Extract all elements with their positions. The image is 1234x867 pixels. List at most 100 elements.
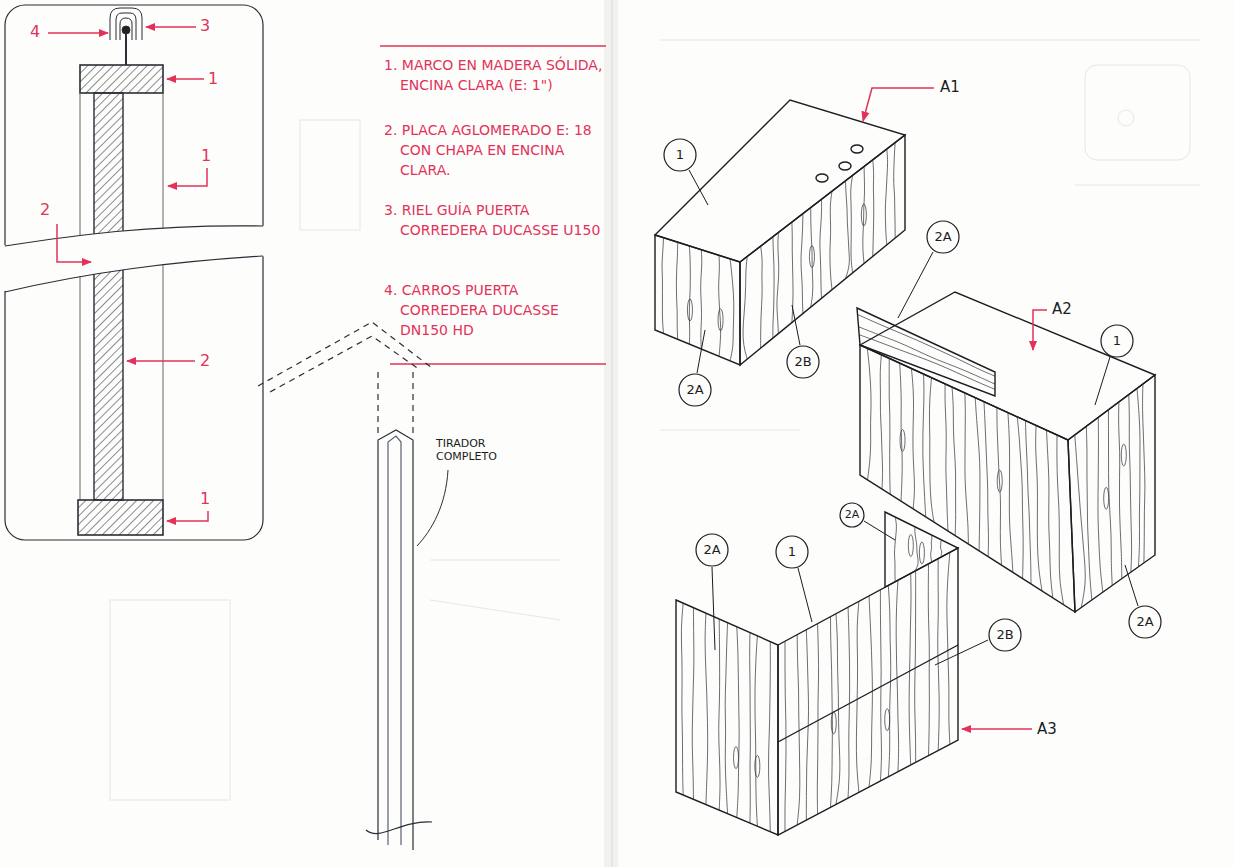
ghost-sketch xyxy=(430,600,560,620)
view-leader xyxy=(1033,310,1047,350)
wood-grain xyxy=(719,619,720,810)
wood-grain xyxy=(1143,384,1145,563)
leader-line xyxy=(48,32,108,34)
wood-knot xyxy=(900,429,905,451)
leader-line xyxy=(898,252,933,318)
callout-number: 2 xyxy=(40,200,50,219)
callout-circle: 2A xyxy=(926,220,960,254)
wood-grain xyxy=(836,614,840,805)
wood-grain xyxy=(1137,388,1140,566)
door-section xyxy=(80,65,163,93)
cabinet-outline xyxy=(1068,375,1155,612)
wood-grain xyxy=(1036,425,1042,591)
callout-circle-outline xyxy=(776,536,808,568)
ghost-sketch xyxy=(1118,110,1134,126)
wood-grain xyxy=(856,601,859,792)
wood-knot xyxy=(1121,444,1126,466)
wood-grain xyxy=(952,387,956,536)
wood-grain xyxy=(705,613,708,804)
notes-rule xyxy=(390,363,606,364)
notes-rule xyxy=(380,46,606,364)
wood-grain xyxy=(965,393,969,544)
wood-grain xyxy=(689,246,690,344)
callout-number: 4 xyxy=(30,22,40,41)
annotation: TIRADOR COMPLETO xyxy=(436,437,514,463)
wood-grain xyxy=(749,633,751,824)
cabinet-outline xyxy=(860,292,1155,440)
wood-grain xyxy=(662,143,1145,832)
callout-number: 2A xyxy=(934,230,951,244)
wood-grain xyxy=(863,166,865,263)
wood-knot xyxy=(908,535,913,557)
leader-line xyxy=(689,170,708,205)
callout-number: 3 xyxy=(200,16,210,35)
leader-line xyxy=(689,170,1138,665)
door-section xyxy=(125,34,127,65)
handle-profile xyxy=(377,372,378,436)
callout-circle-outline xyxy=(1129,606,1161,638)
wood-grain xyxy=(725,623,727,814)
wood-grain xyxy=(940,540,941,557)
wood-grain xyxy=(681,603,683,795)
wood-grain xyxy=(676,242,677,339)
wood-grain xyxy=(923,374,926,517)
wood-grain xyxy=(889,358,890,494)
wood-grain xyxy=(997,408,1002,566)
wood-grain xyxy=(1086,426,1092,600)
wood-knot xyxy=(718,309,723,331)
leader-line xyxy=(864,521,895,540)
callout-number: 2B xyxy=(794,355,811,369)
wood-grain xyxy=(761,246,763,348)
leader-line xyxy=(1095,357,1110,405)
leader-line xyxy=(792,305,800,345)
callout-circle-outline xyxy=(664,139,696,171)
view-label: A1 xyxy=(940,78,960,96)
leader-line xyxy=(1125,565,1138,606)
wood-grain xyxy=(911,368,914,508)
wood-grain xyxy=(873,160,874,257)
handle-profile xyxy=(412,372,413,436)
callout-circle-outline xyxy=(840,503,864,527)
door-section xyxy=(80,93,81,500)
leader-line xyxy=(167,511,208,521)
callout-number: 2B xyxy=(996,628,1013,642)
wood-knot xyxy=(734,747,739,769)
callout-circle: 2A xyxy=(839,502,865,528)
callout-number: 1 xyxy=(201,146,211,165)
notes-rule xyxy=(380,45,606,46)
view-leader xyxy=(863,88,934,121)
break-line xyxy=(0,226,268,292)
wood-grain xyxy=(730,259,734,361)
wood-grain xyxy=(1119,402,1122,579)
break-line xyxy=(0,226,268,292)
cabinet-outline xyxy=(851,145,863,153)
wood-grain xyxy=(984,402,988,557)
cabinet-outline xyxy=(885,512,958,587)
callout-circle: 1 xyxy=(775,535,809,569)
cabinet-outline xyxy=(839,162,851,170)
callout-circle: 2B xyxy=(988,618,1022,652)
callout-circle-outline xyxy=(696,534,728,566)
wood-grain xyxy=(801,214,803,314)
view-label: A3 xyxy=(1037,720,1057,738)
door-section xyxy=(122,26,130,34)
wood-grain xyxy=(945,384,948,531)
wood-knot xyxy=(687,299,692,321)
wood-grain xyxy=(817,624,818,814)
wood-grain xyxy=(914,571,916,763)
wood-grain xyxy=(1047,430,1053,598)
wood-knot xyxy=(885,709,890,731)
wood-knot xyxy=(831,712,836,734)
callout-circle-outline xyxy=(989,619,1021,651)
wood-grain xyxy=(830,191,832,290)
cabinet-outline xyxy=(857,308,995,396)
cabinet-outline xyxy=(778,548,958,835)
wood-grain xyxy=(894,143,895,238)
leader-line xyxy=(127,360,195,362)
callout-circle: 2A xyxy=(1128,605,1162,639)
callout-number: 1 xyxy=(200,489,210,508)
wood-knot xyxy=(1104,487,1109,509)
wood-grain xyxy=(915,527,918,571)
door-section xyxy=(78,500,163,535)
